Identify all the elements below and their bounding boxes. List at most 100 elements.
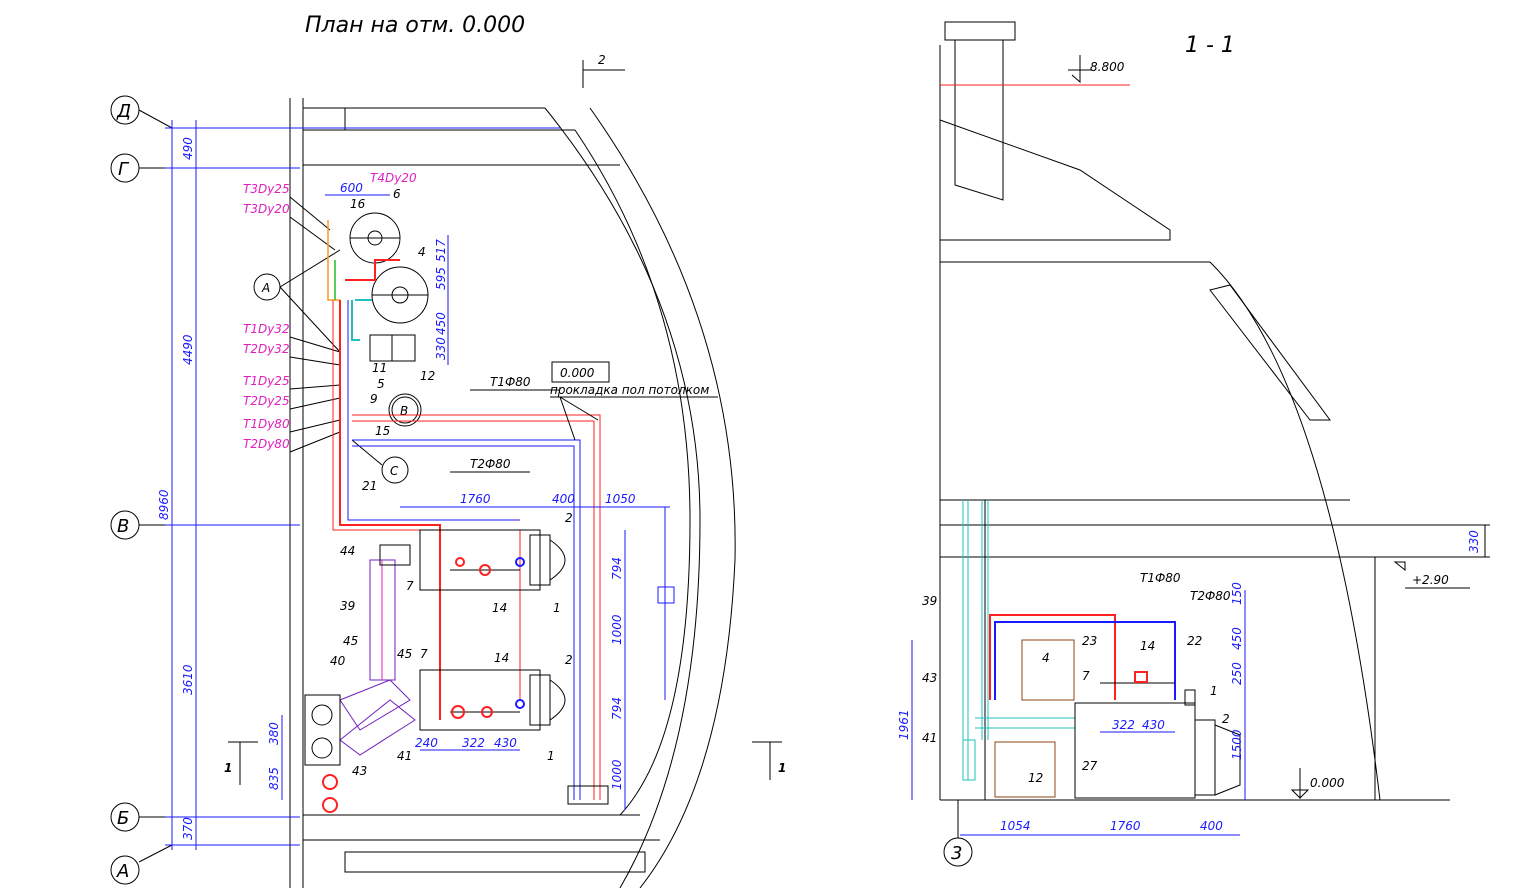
svg-text:B: B xyxy=(400,404,408,418)
svg-text:прокладка пол потолком: прокладка пол потолком xyxy=(550,383,709,397)
svg-text:22: 22 xyxy=(1187,634,1202,648)
section-cut-1-right: 1 xyxy=(752,741,786,780)
svg-text:14: 14 xyxy=(1140,639,1155,653)
plan-dimensions-top-right: 517 595 450 330 600 xyxy=(325,181,449,365)
svg-text:2: 2 xyxy=(598,53,606,67)
svg-text:450: 450 xyxy=(434,312,448,335)
svg-text:430: 430 xyxy=(1142,718,1165,732)
svg-text:44: 44 xyxy=(340,544,355,558)
svg-text:1000: 1000 xyxy=(610,759,624,790)
svg-text:12: 12 xyxy=(420,369,435,383)
section-dimensions: 1961 150 450 250 1500 1054 1760 400 322 … xyxy=(897,582,1246,836)
svg-text:Б: Б xyxy=(117,808,129,829)
pipe-labels-left: T3Dy25 T3Dy20 T4Dy20 T1Dy32 T2Dy32 T1Dy2… xyxy=(243,171,417,453)
svg-text:1760: 1760 xyxy=(460,492,491,506)
svg-text:1050: 1050 xyxy=(605,492,636,506)
building-walls xyxy=(289,98,736,888)
svg-text:T1Dy80: T1Dy80 xyxy=(243,417,290,431)
pump-bottom xyxy=(450,699,525,719)
svg-text:27: 27 xyxy=(1082,759,1098,773)
svg-text:Г: Г xyxy=(118,159,130,180)
section-unit-12 xyxy=(994,741,1056,798)
svg-text:7: 7 xyxy=(420,647,428,661)
tank-6 xyxy=(349,212,401,264)
svg-text:43: 43 xyxy=(352,764,367,778)
svg-text:45: 45 xyxy=(397,647,412,661)
section-building xyxy=(939,21,1490,801)
svg-text:600: 600 xyxy=(340,181,363,195)
svg-text:794: 794 xyxy=(610,697,624,720)
svg-text:2: 2 xyxy=(565,511,573,525)
svg-text:T1Dy25: T1Dy25 xyxy=(243,374,290,388)
svg-text:А: А xyxy=(116,861,129,882)
svg-text:400: 400 xyxy=(1200,819,1223,833)
svg-text:4490: 4490 xyxy=(181,334,195,365)
svg-text:C: C xyxy=(390,464,399,478)
svg-text:23: 23 xyxy=(1082,634,1097,648)
svg-text:1760: 1760 xyxy=(1110,819,1141,833)
svg-text:490: 490 xyxy=(181,137,195,160)
svg-text:43: 43 xyxy=(922,671,937,685)
svg-text:3610: 3610 xyxy=(181,664,195,695)
svg-text:T1Dy32: T1Dy32 xyxy=(243,322,290,336)
section-pipes: T1Ф80 T2Ф80 xyxy=(989,571,1231,700)
section-elevations: 8.800 330 +2.90 0.000 xyxy=(1090,60,1486,800)
svg-text:T3Dy25: T3Dy25 xyxy=(243,182,290,196)
svg-text:8960: 8960 xyxy=(157,489,171,520)
svg-text:T2Dy32: T2Dy32 xyxy=(243,342,290,356)
svg-text:41: 41 xyxy=(922,731,937,745)
svg-text:7: 7 xyxy=(406,579,414,593)
svg-text:2: 2 xyxy=(1222,712,1230,726)
plan-dimensions-vertical: 490 4490 8960 3610 370 380 835 xyxy=(157,120,560,850)
svg-text:4: 4 xyxy=(1042,651,1050,665)
svg-text:330: 330 xyxy=(434,337,448,360)
svg-text:T2Ф80: T2Ф80 xyxy=(1190,589,1231,603)
section-axis-3: 3 xyxy=(943,800,973,867)
plan-position-numbers: 16 6 4 11 5 9 15 12 21 44 39 45 40 45 43… xyxy=(330,187,573,778)
svg-text:21: 21 xyxy=(362,479,377,493)
svg-text:1500: 1500 xyxy=(1230,729,1244,760)
svg-text:T1Ф80: T1Ф80 xyxy=(1140,571,1181,585)
svg-text:430: 430 xyxy=(494,736,517,750)
svg-text:40: 40 xyxy=(330,654,346,668)
svg-text:3: 3 xyxy=(951,843,962,864)
pipes-main: T1Ф80 T2Ф80 xyxy=(352,375,609,805)
svg-text:+2.90: +2.90 xyxy=(1412,573,1449,587)
svg-text:794: 794 xyxy=(610,557,624,580)
svg-text:45: 45 xyxy=(343,634,358,648)
svg-text:5: 5 xyxy=(377,377,385,391)
svg-text:9: 9 xyxy=(370,392,378,406)
svg-text:1: 1 xyxy=(1210,684,1218,698)
svg-text:15: 15 xyxy=(375,424,390,438)
boiler-top xyxy=(419,529,566,591)
svg-text:1: 1 xyxy=(224,761,232,775)
svg-text:4: 4 xyxy=(418,245,426,259)
flue-ducts xyxy=(304,544,416,813)
svg-text:A: A xyxy=(261,281,270,295)
svg-text:14: 14 xyxy=(492,601,507,615)
section-title: 1 - 1 xyxy=(1185,33,1235,58)
svg-text:1054: 1054 xyxy=(1000,819,1031,833)
svg-text:450: 450 xyxy=(1230,627,1244,650)
svg-text:T3Dy20: T3Dy20 xyxy=(243,202,290,216)
svg-text:6: 6 xyxy=(393,187,401,201)
svg-text:150: 150 xyxy=(1230,582,1244,605)
svg-text:380: 380 xyxy=(267,722,281,745)
svg-text:240: 240 xyxy=(415,736,438,750)
svg-text:0.000: 0.000 xyxy=(560,366,595,380)
svg-text:41: 41 xyxy=(397,749,412,763)
svg-text:11: 11 xyxy=(372,361,387,375)
svg-text:1: 1 xyxy=(547,749,555,763)
tank-4 xyxy=(371,266,429,324)
svg-text:322: 322 xyxy=(1112,718,1135,732)
svg-text:835: 835 xyxy=(267,767,281,790)
svg-text:250: 250 xyxy=(1230,662,1244,685)
svg-text:1: 1 xyxy=(553,601,561,615)
svg-text:39: 39 xyxy=(922,594,937,608)
section-mark-2: 2 xyxy=(582,53,625,88)
plan-title: План на отм. 0.000 xyxy=(305,13,525,38)
svg-text:T1Ф80: T1Ф80 xyxy=(490,375,531,389)
svg-text:T2Dy80: T2Dy80 xyxy=(243,437,290,451)
svg-text:370: 370 xyxy=(181,817,195,840)
svg-text:1: 1 xyxy=(778,761,786,775)
